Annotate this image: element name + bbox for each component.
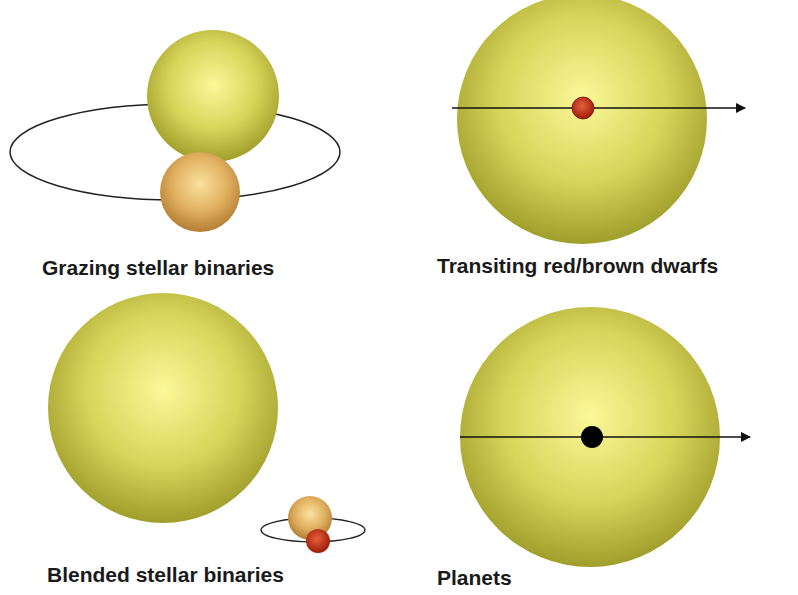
caption: Planets bbox=[437, 565, 512, 590]
host-star bbox=[457, 0, 707, 244]
foreground-star bbox=[48, 293, 278, 523]
background-companion bbox=[306, 529, 330, 553]
primary-star bbox=[147, 30, 279, 162]
transit-path-arrow bbox=[452, 107, 745, 109]
planet bbox=[581, 426, 603, 448]
grazing-binary-figure bbox=[10, 30, 340, 232]
secondary-star bbox=[160, 152, 240, 232]
transit-path-arrow bbox=[460, 436, 750, 438]
caption: Blended stellar binaries bbox=[47, 562, 284, 587]
planet-transit-figure bbox=[460, 307, 750, 567]
dwarf-transit-figure bbox=[452, 0, 745, 244]
caption: Grazing stellar binaries bbox=[42, 255, 274, 280]
red-dwarf bbox=[572, 97, 594, 119]
blended-binary-figure bbox=[48, 293, 365, 553]
caption: Transiting red/brown dwarfs bbox=[437, 253, 718, 278]
